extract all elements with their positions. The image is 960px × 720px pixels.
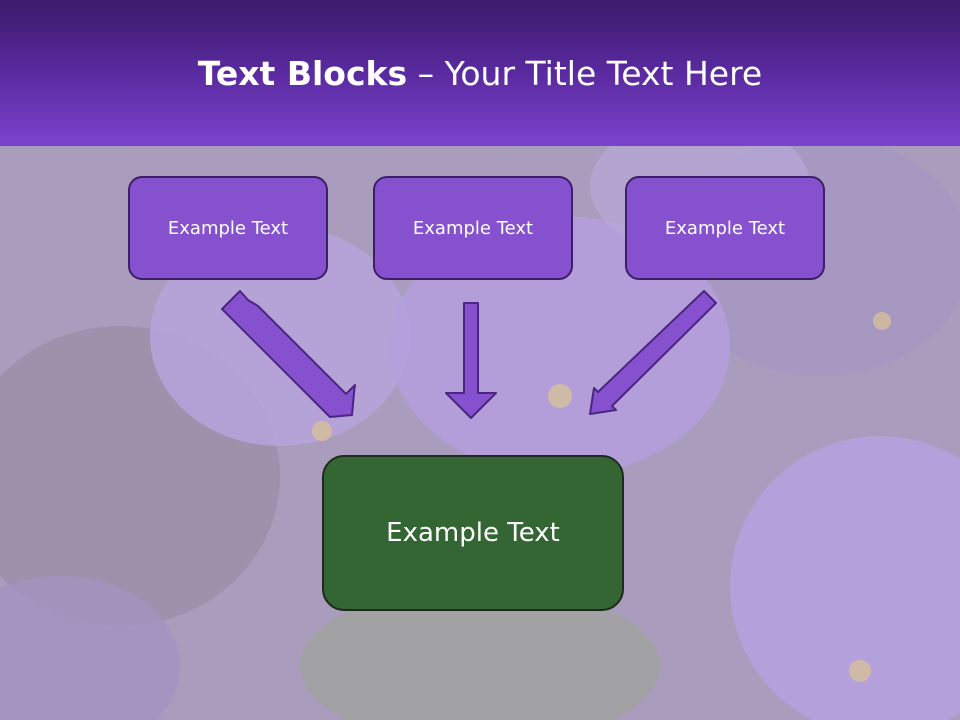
arrow-right — [589, 290, 717, 415]
title-bold: Text Blocks — [197, 54, 408, 93]
text-block-1[interactable]: Example Text — [128, 176, 328, 280]
arrow-left — [221, 290, 356, 418]
text-block-1-label: Example Text — [167, 217, 289, 239]
slide-title: Text Blocks – Your Title Text Here — [0, 52, 960, 96]
arrow-center — [445, 302, 497, 419]
main-text-block-label: Example Text — [386, 518, 560, 548]
text-block-2-label: Example Text — [412, 217, 534, 239]
text-block-2[interactable]: Example Text — [373, 176, 573, 280]
text-block-3-label: Example Text — [664, 217, 786, 239]
text-block-3[interactable]: Example Text — [625, 176, 825, 280]
title-bar — [0, 0, 960, 146]
main-text-block[interactable]: Example Text — [322, 455, 624, 611]
title-rest: – Your Title Text Here — [407, 54, 763, 93]
